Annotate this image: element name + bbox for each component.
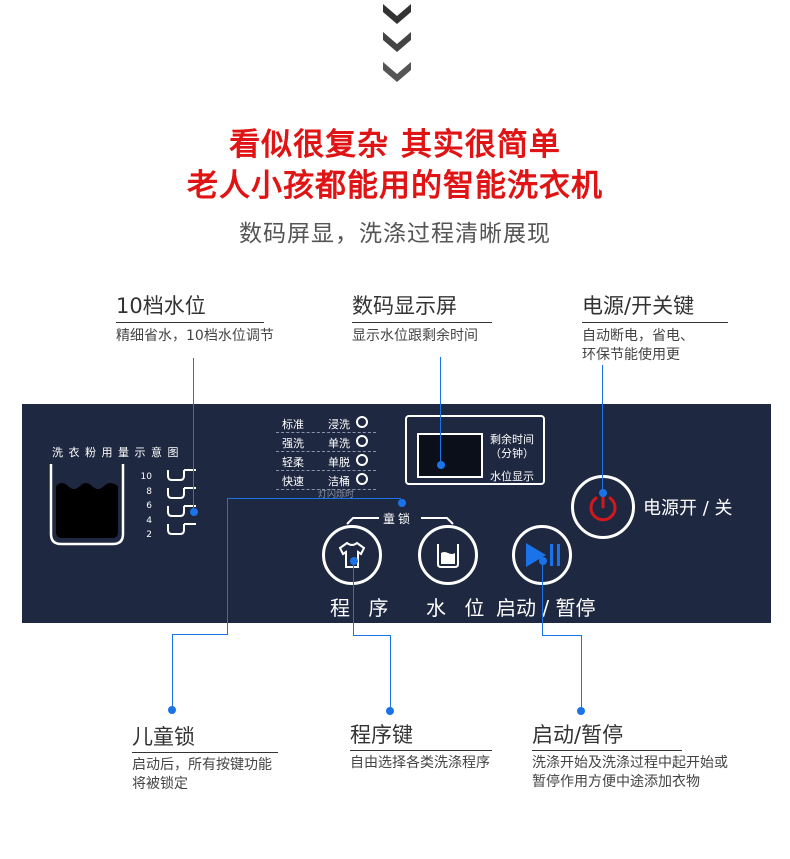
program-key-title: 程序键 bbox=[350, 723, 413, 747]
power-label: 电源开 / 关 bbox=[643, 498, 733, 519]
child-lock-callout-line bbox=[172, 634, 228, 635]
start-callout-line bbox=[542, 635, 582, 636]
water-level-title: 10档水位 bbox=[116, 294, 206, 318]
child-lock-callout-line bbox=[227, 498, 228, 634]
detergent-tub-icon bbox=[49, 464, 125, 546]
program-callout-line bbox=[390, 635, 391, 711]
start-callout-dot bbox=[539, 557, 547, 565]
chevron-down-icons bbox=[383, 4, 411, 82]
start-pause-title: 启动/暂停 bbox=[532, 723, 624, 747]
water-level-desc: 精细省水，10档水位调节 bbox=[116, 328, 274, 344]
program-row: 轻柔 单脱 bbox=[276, 452, 376, 471]
water-level-callout-line bbox=[193, 358, 194, 510]
start-callout-line bbox=[581, 635, 582, 711]
remaining-time-label: 剩余时间 bbox=[490, 433, 534, 446]
program-wash-only: 单洗 bbox=[328, 437, 350, 450]
power-button[interactable] bbox=[571, 475, 635, 539]
display-callout-line bbox=[440, 357, 441, 463]
indicator-led bbox=[356, 473, 368, 485]
program-tub-clean: 洁桶 bbox=[328, 475, 350, 488]
program-strong: 强洗 bbox=[282, 437, 304, 450]
program-quick: 快速 bbox=[282, 475, 304, 488]
program-callout-line bbox=[353, 560, 354, 636]
program-standard: 标准 bbox=[282, 418, 304, 431]
power-callout-line bbox=[602, 365, 603, 491]
program-gentle: 轻柔 bbox=[282, 456, 304, 469]
program-list: 标准 浸洗 强洗 单洗 轻柔 单脱 快速 洁桶 bbox=[276, 414, 376, 490]
water-level-4: 4 bbox=[146, 515, 152, 526]
program-row: 强洗 单洗 bbox=[276, 433, 376, 452]
child-lock-desc-line1: 启动后，所有按键功能 bbox=[132, 757, 272, 773]
child-lock-callout-dot bbox=[398, 499, 406, 507]
water-display-label: 水位显示 bbox=[490, 470, 534, 483]
indicator-led bbox=[356, 454, 368, 466]
chevron-down-icon bbox=[383, 32, 411, 52]
power-desc-line1: 自动断电，省电、 bbox=[582, 328, 694, 344]
child-lock-desc-line2: 将被锁定 bbox=[132, 776, 188, 792]
program-key-rule bbox=[350, 750, 492, 751]
digital-display-frame bbox=[405, 415, 545, 485]
program-callout-end-dot bbox=[386, 707, 394, 715]
start-pause-desc-line1: 洗涤开始及洗涤过程中起开始或 bbox=[532, 755, 728, 771]
blink-note: 灯闪烁时 bbox=[318, 490, 355, 500]
water-level-label: 水 位 bbox=[426, 596, 491, 620]
program-callout-dot bbox=[350, 557, 358, 565]
start-callout-line bbox=[542, 560, 543, 636]
water-level-10: 10 bbox=[140, 472, 152, 482]
power-desc-line2: 环保节能使用更 bbox=[582, 347, 680, 363]
digital-display-screen bbox=[417, 433, 483, 478]
program-button[interactable] bbox=[322, 525, 382, 585]
start-pause-rule bbox=[532, 750, 682, 751]
power-rule bbox=[582, 322, 728, 323]
power-title: 电源/开关键 bbox=[582, 294, 695, 318]
child-lock-rule bbox=[132, 752, 278, 753]
child-lock-callout-line bbox=[227, 498, 401, 499]
program-soak: 浸洗 bbox=[328, 418, 350, 431]
program-spin-only: 单脱 bbox=[328, 456, 350, 469]
control-panel bbox=[22, 404, 771, 623]
water-level-rule bbox=[116, 322, 264, 323]
water-level-6: 6 bbox=[146, 501, 152, 511]
display-title: 数码显示屏 bbox=[352, 294, 457, 318]
start-pause-label: 启动 / 暂停 bbox=[496, 596, 596, 620]
shirt-icon bbox=[338, 541, 366, 568]
water-cup-icon bbox=[437, 544, 459, 568]
child-lock-title: 儿童锁 bbox=[132, 725, 195, 749]
program-row: 快速 洁桶 bbox=[276, 471, 376, 490]
display-rule bbox=[352, 322, 492, 323]
water-level-button[interactable] bbox=[418, 525, 478, 585]
program-key-desc: 自由选择各类洗涤程序 bbox=[350, 755, 490, 771]
water-level-indicators bbox=[167, 469, 196, 535]
indicator-led bbox=[356, 435, 368, 447]
chevron-down-icon bbox=[383, 4, 411, 24]
power-callout-dot bbox=[599, 489, 607, 497]
program-callout-line bbox=[353, 635, 391, 636]
chevron-down-icon bbox=[383, 62, 411, 82]
minutes-label: （分钟） bbox=[490, 447, 534, 460]
headline-line1: 看似很复杂 其实很简单 bbox=[229, 127, 561, 163]
child-lock-label: 童锁 bbox=[383, 512, 414, 526]
child-lock-callout-end-dot bbox=[168, 706, 176, 714]
water-level-2: 2 bbox=[146, 530, 152, 540]
start-pause-desc-line2: 暂停作用方便中途添加衣物 bbox=[532, 774, 700, 790]
diagram-title: 洗 衣 粉 用 量 示 意 图 bbox=[52, 446, 180, 459]
child-lock-bracket bbox=[346, 517, 454, 525]
program-row: 标准 浸洗 bbox=[276, 414, 376, 433]
headline-line2: 老人小孩都能用的智能洗衣机 bbox=[187, 168, 603, 204]
water-level-callout-dot bbox=[190, 508, 198, 516]
child-lock-callout-line bbox=[172, 634, 173, 710]
water-level-8: 8 bbox=[146, 486, 152, 497]
display-desc: 显示水位跟剩余时间 bbox=[352, 328, 478, 344]
display-callout-dot bbox=[437, 461, 445, 469]
subheadline: 数码屏显，洗涤过程清晰展现 bbox=[239, 221, 551, 247]
play-pause-icon bbox=[526, 543, 560, 567]
indicator-led bbox=[356, 416, 368, 428]
start-callout-end-dot bbox=[577, 707, 585, 715]
program-label: 程 序 bbox=[330, 596, 395, 620]
